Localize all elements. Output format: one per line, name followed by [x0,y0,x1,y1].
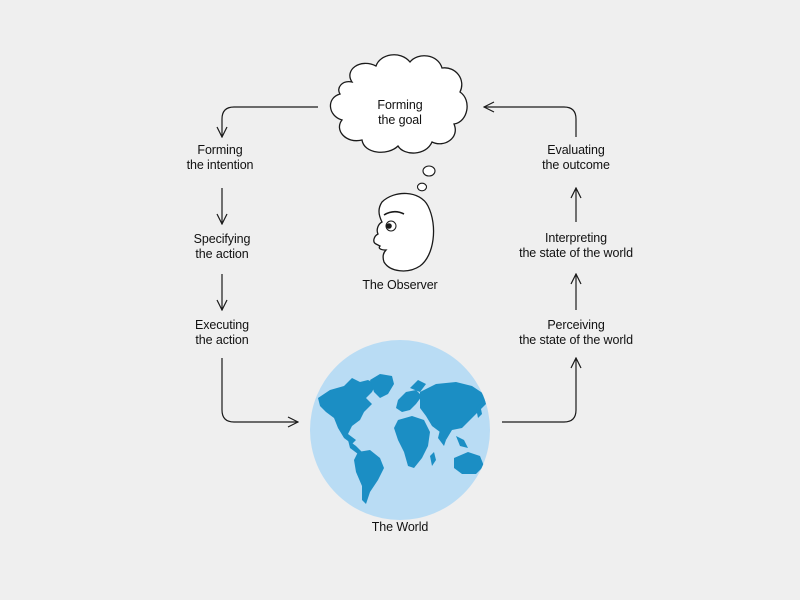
step-perceiving-the-state: Perceiving the state of the world [519,318,633,348]
step-specifying-line1: Specifying [193,232,251,246]
actor-world-label: The World [372,520,429,535]
step-evaluating-line2: the outcome [542,158,610,172]
step-interpreting-the-state: Interpreting the state of the world [519,231,633,261]
step-specifying-the-action: Specifying the action [194,232,251,262]
step-evaluating-the-outcome: Evaluating the outcome [542,143,610,173]
step-executing-line2: the action [195,333,249,347]
step-interpreting-line2: the state of the world [519,246,633,260]
thought-cloud-icon [329,54,468,154]
step-goal-line1: Forming [377,98,423,112]
step-evaluating-line1: Evaluating [547,143,605,157]
step-perceiving-line1: Perceiving [547,318,605,332]
observer-face-icon [373,192,435,272]
actor-observer-label: The Observer [362,278,437,293]
world-label-text: The World [371,520,429,534]
arrow-evaluating-to-goal [484,107,577,137]
arrow-goal-to-intention [222,106,318,137]
step-executing-line1: Executing [195,318,249,332]
arrow-world-to-perceiving [502,358,576,423]
step-goal-line2: the goal [378,113,422,127]
arrow-executing-to-world [221,358,298,422]
world-map-globe-icon [310,340,490,520]
step-forming-the-intention: Forming the intention [187,143,254,173]
step-executing-the-action: Executing the action [195,318,249,348]
step-intention-line2: the intention [186,158,254,172]
step-perceiving-line2: the state of the world [519,333,633,347]
step-specifying-line2: the action [195,247,249,261]
observer-label-text: The Observer [362,278,438,292]
step-interpreting-line1: Interpreting [544,231,608,245]
step-forming-the-goal: Forming the goal [377,98,422,128]
thought-bubble-dots [416,165,436,192]
step-intention-line1: Forming [197,143,243,157]
